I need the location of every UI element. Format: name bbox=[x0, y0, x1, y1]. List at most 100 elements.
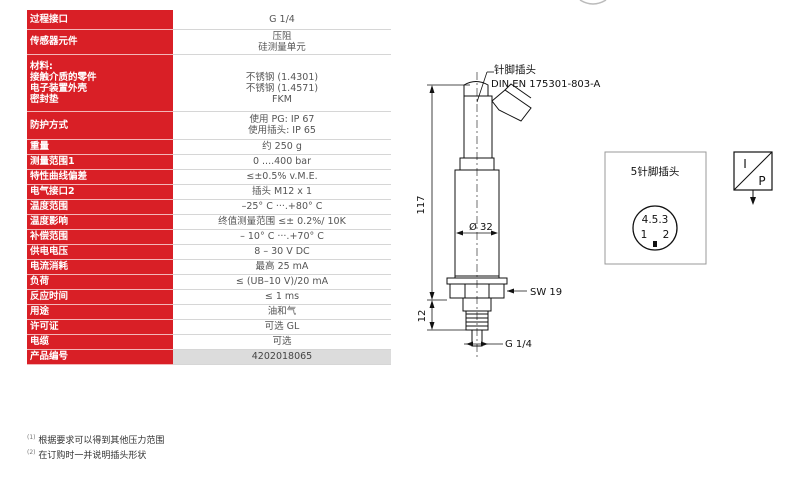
spec-value: 4202018065 bbox=[173, 349, 391, 365]
spec-key: 特性曲线偏差 bbox=[27, 169, 173, 185]
symbol-p-label: P bbox=[758, 174, 765, 188]
symbol-i-label: I bbox=[743, 157, 747, 171]
spec-value-line: 插头 M12 x 1 bbox=[251, 186, 312, 197]
dimension-height: 117 bbox=[416, 195, 427, 214]
spec-value: 插头 M12 x 1 bbox=[173, 184, 391, 200]
dimension-diameter: Ø 32 bbox=[469, 221, 493, 233]
spec-value: 可选 bbox=[173, 334, 391, 350]
spec-key: 温度范围 bbox=[27, 199, 173, 215]
spec-value-line: 使用 PG: IP 67 bbox=[249, 114, 315, 125]
spec-value-line: 0 ....400 bar bbox=[252, 156, 312, 167]
spec-value-line: – 10° C ···.+70° C bbox=[240, 231, 324, 242]
spec-value: 油和气 bbox=[173, 304, 391, 320]
spec-value-line: 终值测量范围 ≤± 0.2%/ 10K bbox=[218, 216, 346, 227]
spec-value-line: 可选 bbox=[272, 336, 292, 347]
spec-row: 温度范围 –25° C ···.+80° C bbox=[27, 199, 391, 215]
footnote-text: 根据要求可以得到其他压力范围 bbox=[38, 436, 165, 446]
spec-row: 电气接口2 插头 M12 x 1 bbox=[27, 184, 391, 200]
spec-value-line: 使用插头: IP 65 bbox=[248, 125, 316, 136]
spec-key: 产品编号 bbox=[27, 349, 173, 365]
spec-value-line: 不锈钢 (1.4301) bbox=[245, 71, 319, 83]
spec-value: G 1/4 bbox=[173, 10, 391, 30]
spec-value-line: 约 250 g bbox=[262, 141, 302, 152]
spec-value: – 10° C ···.+70° C bbox=[173, 229, 391, 245]
spec-row: 负荷 ≤ (UB–10 V)/20 mA bbox=[27, 274, 391, 290]
top-edge-icon bbox=[579, 0, 607, 5]
spec-key: 重量 bbox=[27, 139, 173, 155]
spec-row: 重量 约 250 g bbox=[27, 139, 391, 155]
spec-value-line: 可选 GL bbox=[264, 321, 300, 332]
dimension-thread-length: 12 bbox=[417, 310, 428, 323]
spec-row: 测量范围1 0 ....400 bar bbox=[27, 154, 391, 170]
footnote-mark: (2) bbox=[27, 449, 36, 456]
spec-value-line: 最高 25 mA bbox=[255, 261, 309, 272]
pin-connector-standard: DIN EN 175301-803-A bbox=[491, 79, 601, 90]
spec-value-line: –25° C ···.+80° C bbox=[241, 201, 323, 212]
spec-key: 许可证 bbox=[27, 319, 173, 335]
spec-key: 补偿范围 bbox=[27, 229, 173, 245]
spec-key: 传感器元件 bbox=[27, 29, 173, 55]
spec-value: 0 ....400 bar bbox=[173, 154, 391, 170]
pins-top-label: 4.5.3 bbox=[642, 214, 669, 226]
spec-value-line: 硅测量单元 bbox=[258, 41, 306, 53]
spec-value-line: FKM bbox=[272, 93, 292, 105]
spec-row: 产品编号 4202018065 bbox=[27, 349, 391, 365]
spec-row: 传感器元件压阻硅测量单元 bbox=[27, 29, 391, 55]
spec-key-line: 材料: bbox=[30, 60, 53, 72]
spec-value-line: 4202018065 bbox=[251, 351, 313, 362]
pin-2-label: 2 bbox=[663, 229, 670, 241]
spec-value: 最高 25 mA bbox=[173, 259, 391, 275]
spec-key: 测量范围1 bbox=[27, 154, 173, 170]
spec-value: 8 – 30 V DC bbox=[173, 244, 391, 260]
spec-key: 用途 bbox=[27, 304, 173, 320]
spec-value: ≤ (UB–10 V)/20 mA bbox=[173, 274, 391, 290]
spec-key: 电气接口2 bbox=[27, 184, 173, 200]
spec-row: 材料:接触介质的零件电子装置外壳密封垫 不锈钢 (1.4301)不锈钢 (1.4… bbox=[27, 54, 391, 112]
footnote-text: 在订购时一并说明插头形状 bbox=[38, 451, 147, 461]
spec-value: 可选 GL bbox=[173, 319, 391, 335]
spec-value: ≤±0.5% v.M.E. bbox=[173, 169, 391, 185]
spec-key: 温度影响 bbox=[27, 214, 173, 230]
spec-row: 温度影响 终值测量范围 ≤± 0.2%/ 10K bbox=[27, 214, 391, 230]
footnote: (1) 根据要求可以得到其他压力范围 bbox=[27, 432, 164, 447]
pin-connector-label: 针脚插头 bbox=[494, 63, 536, 76]
connector-face-icon bbox=[632, 205, 678, 251]
spec-value: 不锈钢 (1.4301)不锈钢 (1.4571)FKM bbox=[173, 54, 391, 112]
spec-value: 约 250 g bbox=[173, 139, 391, 155]
spec-row: 特性曲线偏差≤±0.5% v.M.E. bbox=[27, 169, 391, 185]
spec-key-line: 密封垫 bbox=[30, 93, 59, 105]
spec-key: 电缆 bbox=[27, 334, 173, 350]
spec-row: 许可证 可选 GL bbox=[27, 319, 391, 335]
spec-row: 补偿范围 – 10° C ···.+70° C bbox=[27, 229, 391, 245]
spec-key: 电流消耗 bbox=[27, 259, 173, 275]
spec-value: ≤ 1 ms bbox=[173, 289, 391, 305]
spec-row: 电缆 可选 bbox=[27, 334, 391, 350]
spec-value-line: ≤ (UB–10 V)/20 mA bbox=[235, 276, 329, 287]
footnote: (2) 在订购时一并说明插头形状 bbox=[27, 447, 164, 462]
spec-key-line: 电子装置外壳 bbox=[30, 82, 88, 94]
connector-title: 5针脚插头 bbox=[631, 165, 680, 178]
spec-value: 终值测量范围 ≤± 0.2%/ 10K bbox=[173, 214, 391, 230]
spec-key: 防护方式 bbox=[27, 111, 173, 140]
spec-value-line: 不锈钢 (1.4571) bbox=[245, 82, 319, 94]
footnote-mark: (1) bbox=[27, 434, 36, 441]
pin-key-icon bbox=[653, 241, 657, 247]
spec-value-line: ≤ 1 ms bbox=[264, 291, 300, 302]
spec-row: 用途 油和气 bbox=[27, 304, 391, 320]
spec-row: 电流消耗 最高 25 mA bbox=[27, 259, 391, 275]
footnotes: (1) 根据要求可以得到其他压力范围(2) 在订购时一并说明插头形状 bbox=[27, 432, 164, 462]
spec-key-line: 接触介质的零件 bbox=[30, 71, 97, 83]
connector-pin-box bbox=[604, 151, 707, 265]
spec-key: 负荷 bbox=[27, 274, 173, 290]
spec-key: 过程接口 bbox=[27, 10, 173, 30]
spec-value-line: 油和气 bbox=[267, 306, 297, 317]
spec-value-line: 8 – 30 V DC bbox=[254, 246, 310, 257]
spec-value: –25° C ···.+80° C bbox=[173, 199, 391, 215]
dimension-wrench-size: SW 19 bbox=[530, 287, 562, 298]
dimension-thread: G 1/4 bbox=[505, 339, 532, 350]
spec-key: 反应时间 bbox=[27, 289, 173, 305]
